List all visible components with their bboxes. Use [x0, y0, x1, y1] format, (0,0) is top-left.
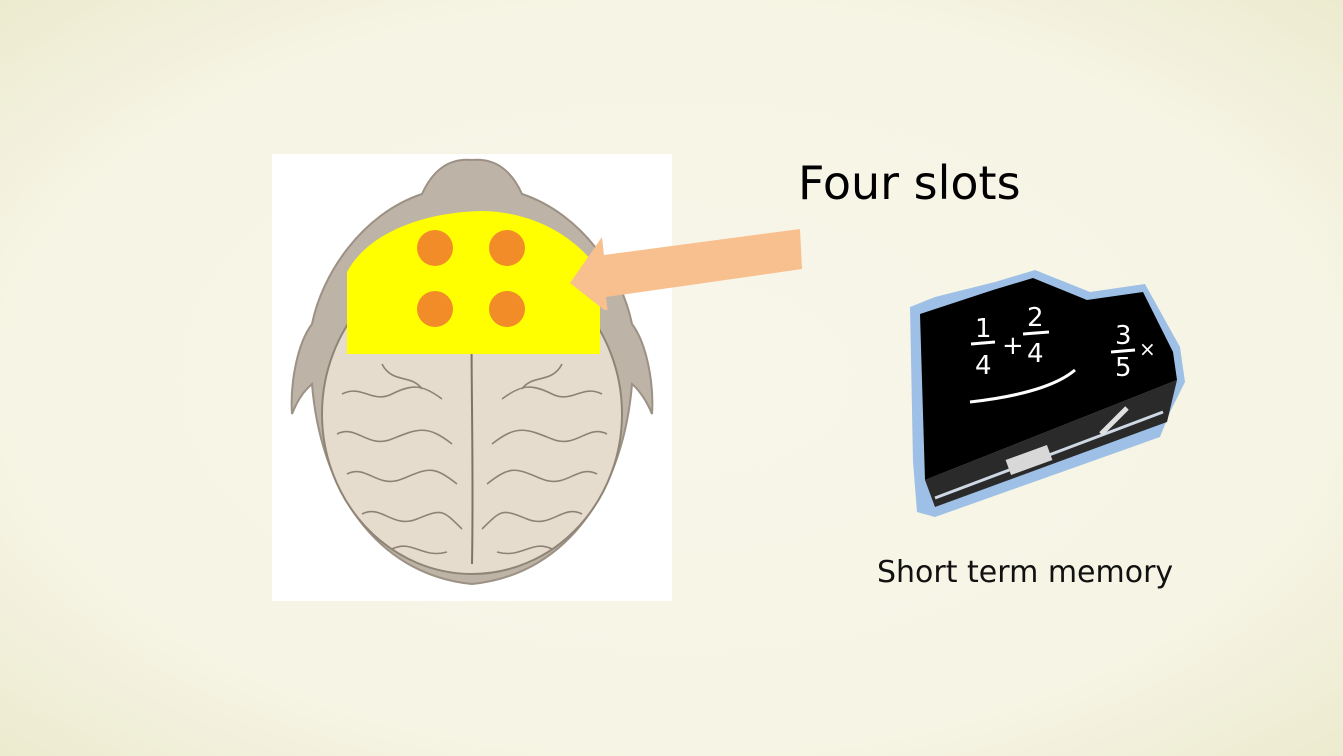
- caption: Short term memory: [877, 555, 1174, 590]
- fraction-1-numerator: 1: [975, 314, 992, 344]
- slide-title: Four slots: [798, 156, 1021, 210]
- fraction-3-denominator: 5: [1115, 353, 1132, 383]
- fraction-1-denominator: 4: [975, 351, 992, 381]
- pointer-arrow: [570, 229, 802, 310]
- slot-2: [489, 230, 525, 266]
- slot-3: [417, 291, 453, 327]
- chalk-mark: ×: [1139, 337, 1156, 361]
- chalkboard-icon: 1 4 + 2 4 3 5 ×: [910, 270, 1185, 517]
- slot-1: [417, 230, 453, 266]
- slots-region: [347, 211, 600, 354]
- fraction-2-numerator: 2: [1027, 303, 1044, 333]
- fraction-2-denominator: 4: [1027, 339, 1044, 369]
- fraction-3-numerator: 3: [1115, 321, 1132, 351]
- slot-4: [489, 291, 525, 327]
- brain-illustration: [272, 154, 672, 601]
- brain-folds: [336, 363, 608, 555]
- plus-sign: +: [1002, 331, 1024, 361]
